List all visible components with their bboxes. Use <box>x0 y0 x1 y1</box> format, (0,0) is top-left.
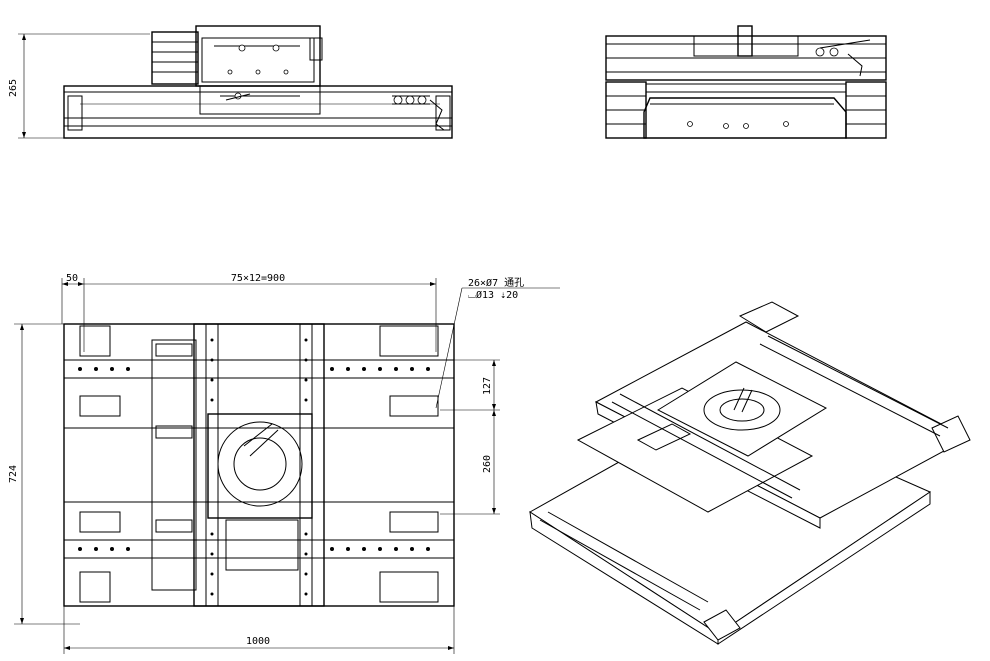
dim-hole-spec-1: 26×Ø7 通孔 <box>468 277 524 289</box>
top-view: 50 75×12=900 26×Ø7 通孔 ⌴Ø13 ⇣20 724 1000 … <box>8 273 560 654</box>
dim-offset-127: 127 <box>482 377 493 395</box>
dim-hole-spec-2: ⌴Ø13 ⇣20 <box>468 289 518 301</box>
dim-pitch-left: 50 <box>66 273 78 284</box>
dim-overall-width: 1000 <box>246 636 270 647</box>
dim-front-height: 265 <box>8 79 19 97</box>
rail-holes <box>78 338 430 596</box>
front-view: 265 <box>8 25 453 139</box>
side-view <box>605 25 887 139</box>
dim-overall-height: 724 <box>8 465 19 483</box>
isometric-view <box>529 301 971 645</box>
dim-pitch-span: 75×12=900 <box>231 273 285 284</box>
dim-offset-260: 260 <box>482 455 493 473</box>
